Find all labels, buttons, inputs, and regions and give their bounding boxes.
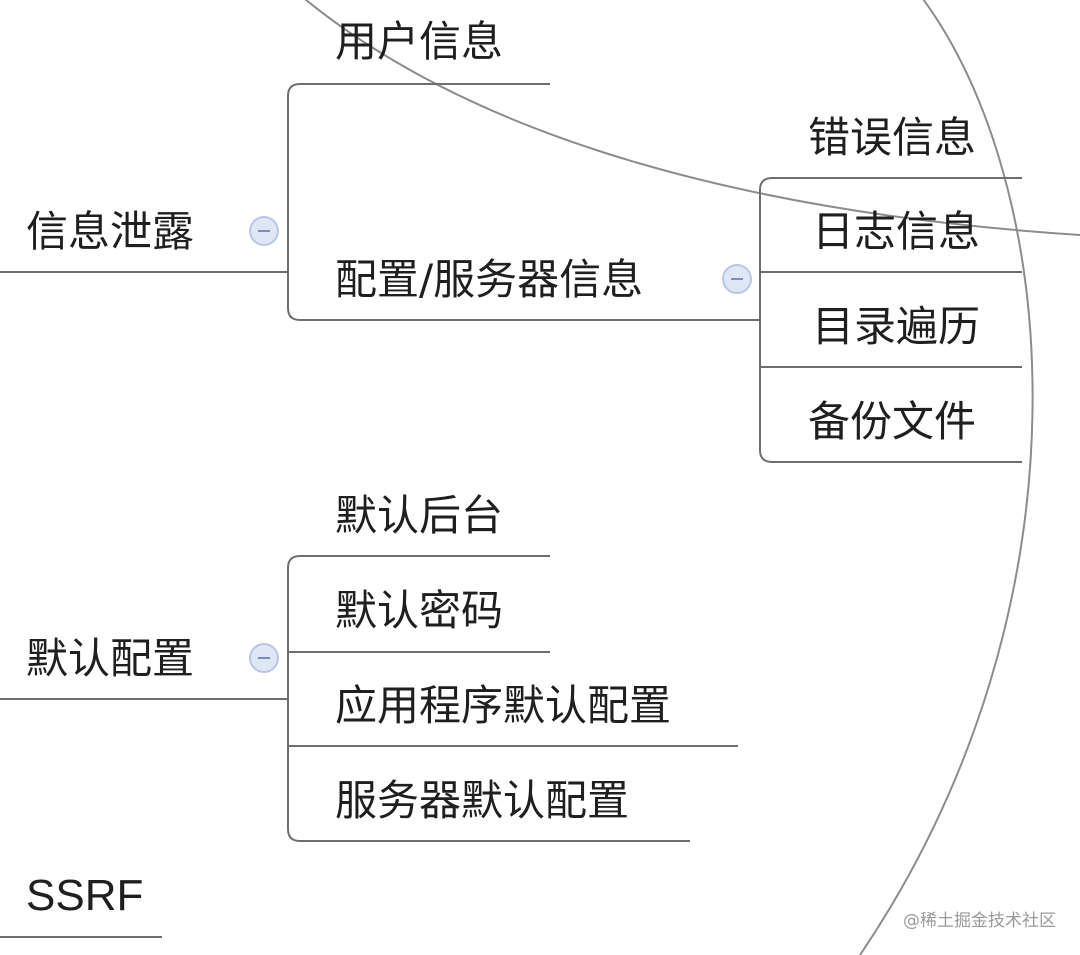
node-default-password[interactable]: 默认密码 [335,586,504,635]
node-error-info[interactable]: 错误信息 [808,113,977,162]
node-backup-files[interactable]: 备份文件 [808,397,977,446]
node-server-default-config[interactable]: 服务器默认配置 [335,776,630,825]
node-log-info[interactable]: 日志信息 [812,207,981,256]
info-leak-bracket [287,83,760,321]
default-config-bracket [287,555,690,842]
node-default-admin[interactable]: 默认后台 [335,491,504,540]
node-config-server-info[interactable]: 配置/服务器信息 [335,255,644,304]
collapse-minus-icon[interactable] [722,264,752,294]
node-info-leak[interactable]: 信息泄露 [26,207,195,256]
config-server-bracket [759,177,1022,463]
node-ssrf[interactable]: SSRF [26,871,144,920]
watermark-text: @稀土掘金技术社区 [903,911,1056,931]
boundary-arc-left [304,0,1080,236]
node-user-info[interactable]: 用户信息 [335,17,504,66]
collapse-minus-icon[interactable] [249,643,279,673]
node-app-default-config[interactable]: 应用程序默认配置 [335,681,672,730]
boundary-arc-right [859,0,1034,955]
collapse-minus-icon[interactable] [249,216,279,246]
node-dir-traversal[interactable]: 目录遍历 [812,302,981,351]
node-default-config[interactable]: 默认配置 [26,634,195,683]
